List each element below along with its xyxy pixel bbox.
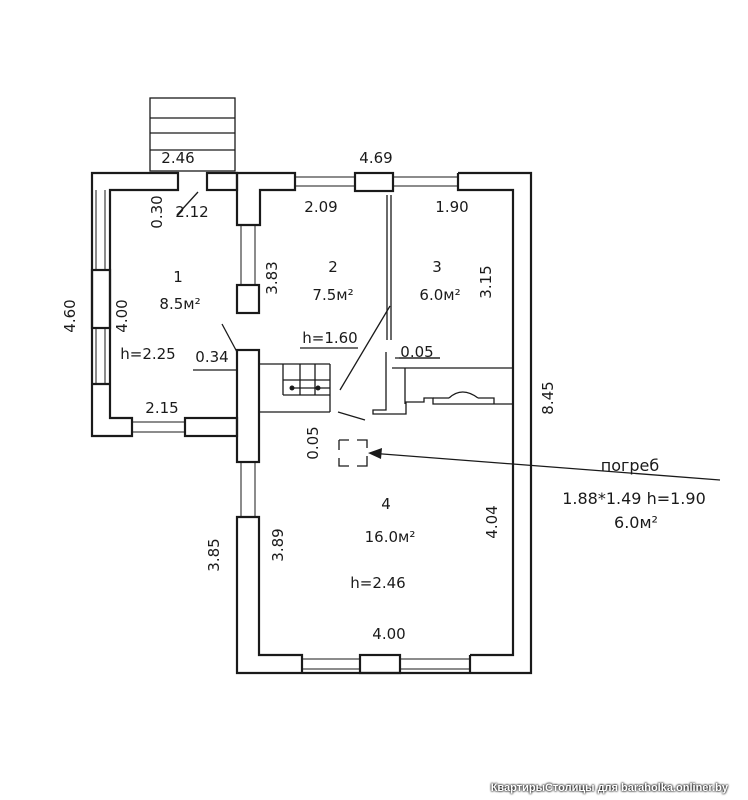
stove <box>372 352 513 415</box>
room-1-area: 8.5м² <box>159 295 200 313</box>
dim-0-34: 0.34 <box>195 348 228 366</box>
room-1-number: 1 <box>173 268 183 286</box>
dim-8-45: 8.45 <box>539 381 557 414</box>
dim-2-15: 2.15 <box>145 399 178 417</box>
dim-3-89: 3.89 <box>269 528 287 561</box>
dim-0-05-a: 0.05 <box>400 343 433 361</box>
entrance-steps <box>149 97 236 172</box>
cellar-area: 6.0м² <box>614 513 658 532</box>
dim-h-1-60: h=1.60 <box>302 329 357 347</box>
cellar-hatch <box>338 439 721 481</box>
room-2-number: 2 <box>328 258 338 276</box>
dim-4-04: 4.04 <box>483 505 501 538</box>
dim-4-60: 4.60 <box>61 299 79 332</box>
dimension-ticks <box>176 191 440 371</box>
room-3-area: 6.0м² <box>419 286 460 304</box>
watermark: КвартирыСтолицы для baraholka.onliner.by <box>490 782 728 794</box>
partitions <box>221 195 392 391</box>
dim-4-00-left: 4.00 <box>113 299 131 332</box>
walls <box>90 171 533 675</box>
dim-4-69: 4.69 <box>359 149 392 167</box>
room-4-number: 4 <box>381 495 391 513</box>
room-4-area: 16.0м² <box>365 528 416 546</box>
dim-4-00-bottom: 4.00 <box>372 625 405 643</box>
staircase <box>259 363 366 421</box>
room-1-height: h=2.25 <box>120 345 175 363</box>
room-4-height: h=2.46 <box>350 574 405 592</box>
cellar-title: погреб <box>601 456 660 475</box>
dim-3-83: 3.83 <box>263 261 281 294</box>
dim-3-85: 3.85 <box>205 538 223 571</box>
cellar-size: 1.88*1.49 h=1.90 <box>562 489 706 508</box>
room-2-area: 7.5м² <box>312 286 353 304</box>
dim-2-09: 2.09 <box>304 198 337 216</box>
room-3-number: 3 <box>432 258 442 276</box>
windows <box>92 176 470 670</box>
dim-0-30: 0.30 <box>148 195 166 228</box>
dim-2-46: 2.46 <box>161 149 194 167</box>
dim-0-05-b: 0.05 <box>304 426 322 459</box>
dim-1-90: 1.90 <box>435 198 468 216</box>
dim-2-12: 2.12 <box>175 203 208 221</box>
dim-3-15: 3.15 <box>477 265 495 298</box>
